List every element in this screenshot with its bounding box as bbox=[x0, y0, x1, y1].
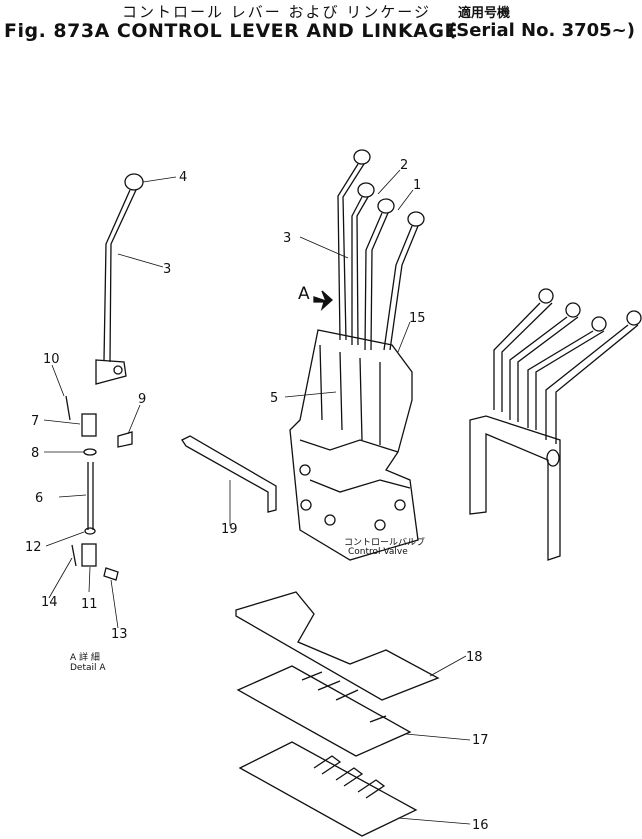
lever-guide-view bbox=[469, 288, 642, 561]
view-arrow bbox=[313, 290, 333, 311]
serial-range: (Serial No. 3705~) bbox=[448, 20, 635, 41]
rod-6 bbox=[87, 462, 94, 530]
callout-5: 5 bbox=[270, 391, 278, 406]
callout-16: 16 bbox=[472, 818, 489, 833]
lever-group bbox=[337, 149, 425, 351]
plate-17-slots bbox=[301, 671, 387, 723]
nut-8 bbox=[83, 448, 97, 456]
plate-18 bbox=[235, 591, 440, 701]
control-valve-jp: コントロールバルブ bbox=[344, 536, 425, 548]
arrow-a-label: A bbox=[298, 284, 310, 304]
detail-label-jp: A 詳 細 bbox=[70, 651, 100, 663]
pin-13 bbox=[103, 567, 119, 581]
callout-9: 9 bbox=[138, 392, 146, 407]
clevis-lower bbox=[81, 543, 97, 567]
lever-rod bbox=[103, 189, 137, 363]
callout-3-single: 3 bbox=[163, 262, 171, 277]
leader-lines bbox=[43, 169, 471, 825]
lever-pivot bbox=[113, 365, 123, 375]
callout-12: 12 bbox=[25, 540, 42, 555]
nut-12 bbox=[84, 527, 96, 535]
cotter-pins bbox=[65, 395, 77, 567]
callout-1: 1 bbox=[413, 178, 421, 193]
detail-label-en: Detail A bbox=[70, 663, 106, 673]
plate-17 bbox=[236, 665, 412, 757]
pin-9 bbox=[117, 431, 133, 448]
control-valve bbox=[289, 329, 419, 561]
callout-10: 10 bbox=[43, 352, 60, 367]
applicability-label: 適用号機 bbox=[458, 6, 511, 21]
lever-bracket bbox=[95, 359, 127, 385]
callout-14: 14 bbox=[41, 595, 58, 610]
callout-7: 7 bbox=[31, 414, 39, 429]
callout-2: 2 bbox=[400, 158, 408, 173]
callout-18: 18 bbox=[466, 650, 483, 665]
callout-6: 6 bbox=[35, 491, 43, 506]
plate-16 bbox=[238, 741, 418, 837]
control-valve-en: Control Valve bbox=[348, 547, 408, 557]
callout-4: 4 bbox=[179, 170, 187, 185]
callout-11: 11 bbox=[81, 597, 98, 612]
title-japanese: コントロール レバー および リンケージ bbox=[122, 3, 432, 21]
clevis-upper bbox=[81, 413, 97, 437]
callout-19: 19 bbox=[221, 522, 238, 537]
figure-title: Fig. 873A CONTROL LEVER AND LINKAGE bbox=[4, 20, 458, 42]
callout-17: 17 bbox=[472, 733, 489, 748]
plate-16-slots bbox=[313, 755, 386, 799]
bracket-19 bbox=[181, 435, 277, 513]
callout-13: 13 bbox=[111, 627, 128, 642]
callout-8: 8 bbox=[31, 446, 39, 461]
callout-3-valve: 3 bbox=[283, 231, 291, 246]
single-lever bbox=[95, 173, 144, 385]
lever-knob bbox=[124, 173, 144, 191]
callout-15: 15 bbox=[409, 311, 426, 326]
